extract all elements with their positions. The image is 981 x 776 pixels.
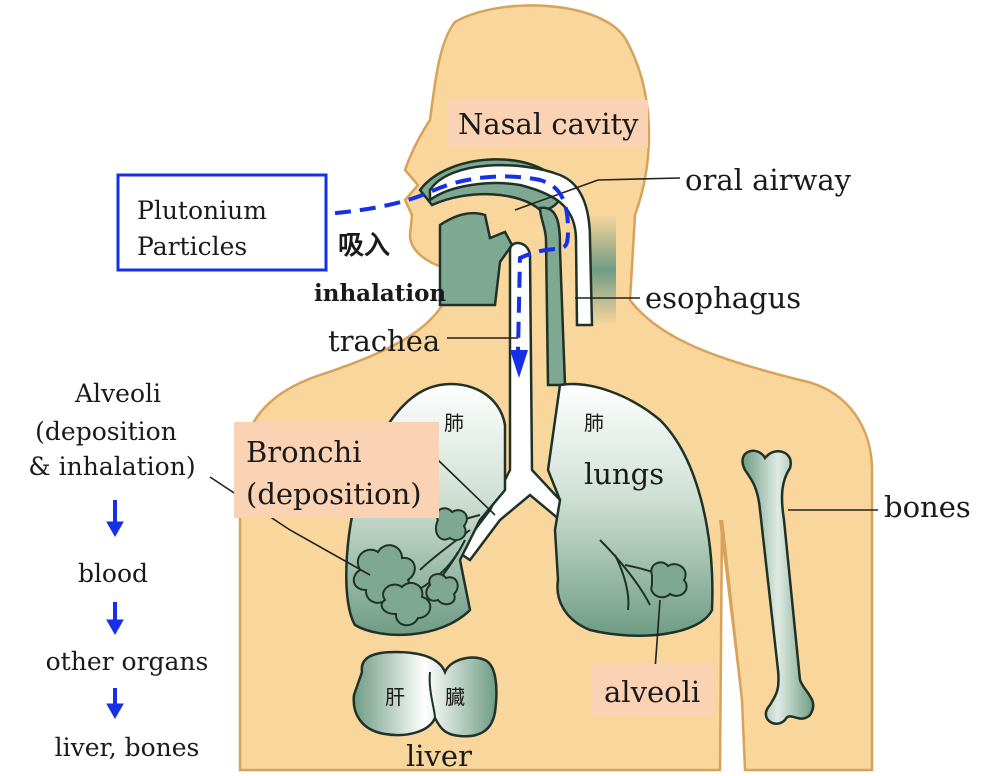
plutonium-label-line2: Particles <box>137 232 247 261</box>
right-lung-jp-label: 肺 <box>584 411 604 435</box>
pathway-step1-line3: & inhalation) <box>28 452 195 481</box>
liver-jp-label-2: 臓 <box>445 685 465 709</box>
liver-jp-label-1: 肝 <box>385 685 405 709</box>
inhalation-jp-label: 吸入 <box>338 231 390 261</box>
esophagus-label: esophagus <box>645 281 801 315</box>
pathway-step4: liver, bones <box>55 733 200 762</box>
liver-organ <box>354 652 497 736</box>
plutonium-label-line1: Plutonium <box>137 196 267 225</box>
trachea-label: trachea <box>328 324 440 358</box>
bronchi-label-line1: Bronchi <box>246 435 362 469</box>
pathway-step2: blood <box>78 559 148 588</box>
pathway-column: Alveoli (deposition & inhalation) blood … <box>28 379 208 762</box>
left-lung-jp-label: 肺 <box>444 411 464 435</box>
liver-label: liver <box>406 739 472 772</box>
bones-label: bones <box>884 490 971 524</box>
right-alveoli-cluster <box>651 562 686 597</box>
pathway-step3: other organs <box>46 647 209 676</box>
inhalation-label: inhalation <box>314 280 446 307</box>
nasal-cavity-label: Nasal cavity <box>458 107 639 141</box>
pathway-arrow-1 <box>107 500 123 536</box>
pathway-arrow-2 <box>107 602 123 634</box>
alveoli-label: alveoli <box>604 675 700 709</box>
pathway-arrow-3 <box>107 688 123 718</box>
bronchi-label-line2: (deposition) <box>246 477 422 511</box>
lungs-label: lungs <box>584 457 664 491</box>
oral-airway-label: oral airway <box>685 163 852 197</box>
pathway-step1-line2: (deposition <box>35 417 177 446</box>
pathway-step1-line1: Alveoli <box>74 379 161 408</box>
